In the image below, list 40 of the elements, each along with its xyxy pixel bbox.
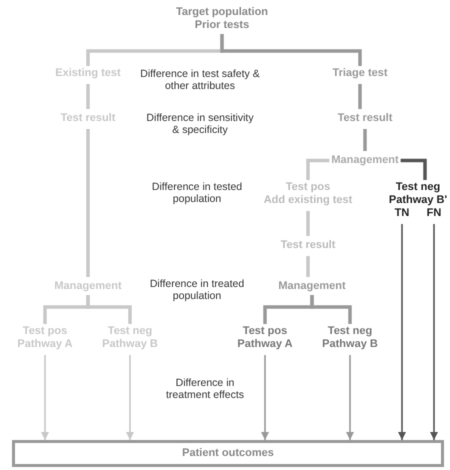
node-text: Test neg [328, 325, 372, 338]
connector-line [306, 211, 310, 236]
node-text: Test pos [242, 325, 288, 338]
node-text: Pathway A [237, 338, 293, 351]
connector-line [86, 84, 90, 109]
connector-line [400, 158, 427, 180]
connector-line [310, 295, 352, 324]
node-text: Triage test [332, 67, 388, 80]
annotation-text: Difference in sensitivity & specificity [145, 112, 255, 136]
arrow [346, 355, 354, 440]
connector-line [86, 129, 90, 277]
connector-line [86, 295, 132, 324]
node-text: Test result [280, 239, 336, 252]
arrow [41, 355, 49, 440]
node-text: Add existing test [264, 194, 352, 207]
node-text: Pathway B [322, 338, 378, 351]
node-text: Target population [176, 6, 268, 19]
connector-line [358, 84, 362, 109]
annotation-text: Difference in test safety & other attributes [139, 68, 261, 92]
node-text: Pathway B' [388, 194, 448, 207]
node-text: FN [426, 207, 442, 220]
node-text: Management [278, 280, 346, 293]
annotation-text: Difference in tested population [150, 181, 244, 205]
arrow [261, 355, 269, 440]
node-text: Test neg [396, 181, 440, 194]
node-text: Management [331, 154, 399, 167]
annotation-text: Difference in treatment effects [164, 377, 245, 401]
node-text: Test pos [286, 181, 330, 194]
connector-line [363, 129, 367, 151]
arrow [398, 224, 406, 440]
arrow [430, 224, 438, 440]
outcome-box: Patient outcomes [12, 440, 444, 467]
connector-line [220, 34, 362, 66]
connector-line [306, 158, 330, 180]
node-text: TN [394, 207, 410, 220]
arrow [126, 355, 134, 440]
connector-line [306, 256, 310, 277]
node-text: Prior tests [194, 19, 250, 32]
annotation-text: Difference in treated population [148, 278, 246, 302]
node-text: Test result [338, 112, 392, 125]
